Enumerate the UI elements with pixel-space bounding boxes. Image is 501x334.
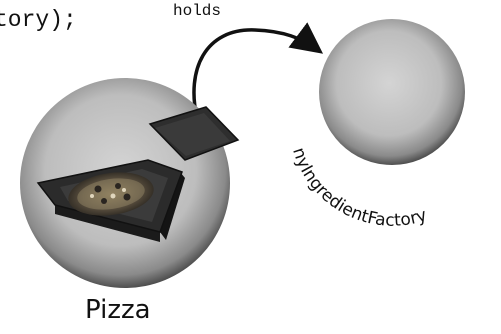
factory-object: [319, 19, 465, 165]
pizza-label: Pizza: [85, 295, 151, 325]
holds-arrow: [194, 30, 318, 118]
code-fragment: tory);: [0, 7, 77, 33]
arrow-label: holds: [173, 2, 221, 20]
pizza-object: [20, 78, 238, 288]
sphere-object-icon: [319, 19, 465, 165]
